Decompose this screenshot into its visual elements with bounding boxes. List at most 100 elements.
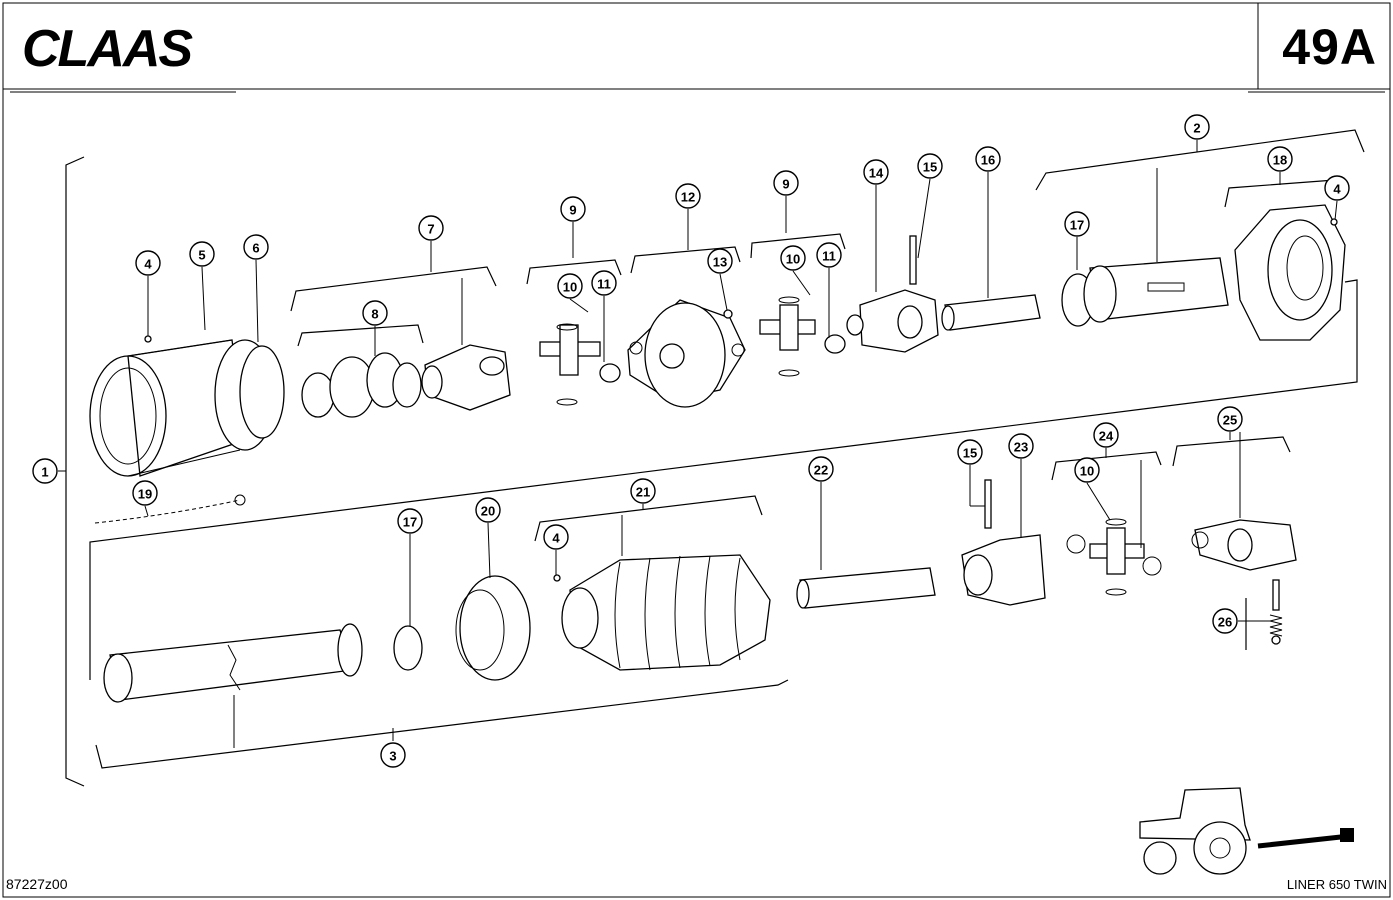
callout-10: 10 <box>1074 457 1100 483</box>
callout-12: 12 <box>675 183 701 209</box>
callout-label: 20 <box>481 504 495 519</box>
claas-logo-mark: CLAAS <box>22 20 195 78</box>
bracket-25 <box>1172 436 1291 467</box>
callout-11: 11 <box>591 270 617 296</box>
brand-logo-text: CLAAS <box>22 22 193 74</box>
callout-23: 23 <box>1008 433 1034 459</box>
callout-20: 20 <box>475 497 501 523</box>
callout-26: 26 <box>1212 608 1238 634</box>
model-name: LINER 650 TWIN <box>1286 877 1387 892</box>
bellows-21 <box>553 515 771 671</box>
callout-7: 7 <box>418 215 444 241</box>
callout-label: 7 <box>427 222 434 237</box>
callout-9: 9 <box>773 170 799 196</box>
callout-4: 4 <box>543 524 569 550</box>
callout-label: 10 <box>786 252 800 267</box>
callout-24: 24 <box>1093 422 1119 448</box>
page-code: 49A <box>1282 19 1377 75</box>
callout-9: 9 <box>560 196 586 222</box>
callout-4: 4 <box>135 250 161 276</box>
bracket-8 <box>297 324 424 347</box>
bearing-17-bottom <box>393 534 423 671</box>
callout-label: 11 <box>597 277 611 292</box>
yoke-14 <box>846 185 939 353</box>
callout-label: 19 <box>138 487 152 502</box>
cone-20 <box>455 522 531 681</box>
pin-15-bottom <box>969 465 992 529</box>
shaft-22 <box>796 482 936 609</box>
shaft-16 <box>941 172 1041 331</box>
callout-label: 15 <box>923 160 937 175</box>
bracket-3 <box>95 679 789 769</box>
callout-14: 14 <box>863 159 889 185</box>
bracket-12 <box>630 246 741 274</box>
callout-18: 18 <box>1267 146 1293 172</box>
callout-label: 23 <box>1014 440 1028 455</box>
callout-17: 17 <box>1064 211 1090 237</box>
callout-11: 11 <box>816 242 842 268</box>
seal-rings-8 <box>301 326 422 418</box>
callout-label: 17 <box>403 515 417 530</box>
callout-label: 4 <box>1333 182 1341 197</box>
callout-2: 2 <box>1184 114 1210 140</box>
callout-label: 4 <box>552 531 560 546</box>
callout-label: 5 <box>198 248 205 263</box>
callout-4: 4 <box>1324 175 1350 201</box>
callout-15: 15 <box>957 439 983 465</box>
bracket-1 <box>65 156 85 787</box>
callout-label: 9 <box>569 203 576 218</box>
bracket-18 <box>1224 179 1336 208</box>
yoke-7 <box>421 278 511 411</box>
callout-25: 25 <box>1217 406 1243 432</box>
callout-label: 18 <box>1273 153 1287 168</box>
callout-label: 21 <box>636 485 650 500</box>
cross-9b <box>759 268 846 377</box>
callout-16: 16 <box>975 146 1001 172</box>
callout-10: 10 <box>780 245 806 271</box>
callout-17: 17 <box>397 508 423 534</box>
screw-4-left <box>144 276 152 343</box>
bracket-21 <box>534 495 763 542</box>
callout-label: 9 <box>782 177 789 192</box>
bracket-9a <box>526 259 622 285</box>
callout-label: 8 <box>371 307 378 322</box>
callout-19: 19 <box>132 480 158 506</box>
callout-10: 10 <box>557 273 583 299</box>
callout-label: 16 <box>981 153 995 168</box>
tube-2 <box>1083 168 1229 323</box>
callout-5: 5 <box>189 241 215 267</box>
tractor-thumbnail <box>1139 787 1354 875</box>
claas-logo: CLAAS <box>22 20 242 78</box>
callout-label: 14 <box>869 166 884 181</box>
bolt-spring-26 <box>1238 579 1283 645</box>
yoke-25 <box>1191 432 1297 571</box>
guard-cone-5 <box>89 339 285 477</box>
callout-label: 12 <box>681 190 695 205</box>
callout-3: 3 <box>380 742 406 768</box>
callout-13: 13 <box>707 248 733 274</box>
callout-label: 6 <box>252 241 259 256</box>
callout-1: 1 <box>32 458 58 484</box>
cross-9a <box>539 296 621 406</box>
callout-6: 6 <box>243 234 269 260</box>
callout-21: 21 <box>630 478 656 504</box>
yoke-23 <box>961 459 1046 606</box>
callout-label: 15 <box>963 446 977 461</box>
callout-label: 13 <box>713 255 727 270</box>
callout-label: 17 <box>1070 218 1084 233</box>
clutch-12 <box>627 273 746 408</box>
callout-label: 3 <box>389 749 396 764</box>
callout-8: 8 <box>362 300 388 326</box>
callout-label: 1 <box>41 465 48 480</box>
callout-label: 2 <box>1193 121 1200 136</box>
callout-label: 26 <box>1218 615 1232 630</box>
bracket-7 <box>290 266 497 312</box>
bracket-9b <box>750 233 846 259</box>
drawing-number: 87227z00 <box>6 876 68 892</box>
callout-label: 4 <box>144 257 152 272</box>
callout-label: 11 <box>822 249 836 264</box>
callout-22: 22 <box>808 456 834 482</box>
